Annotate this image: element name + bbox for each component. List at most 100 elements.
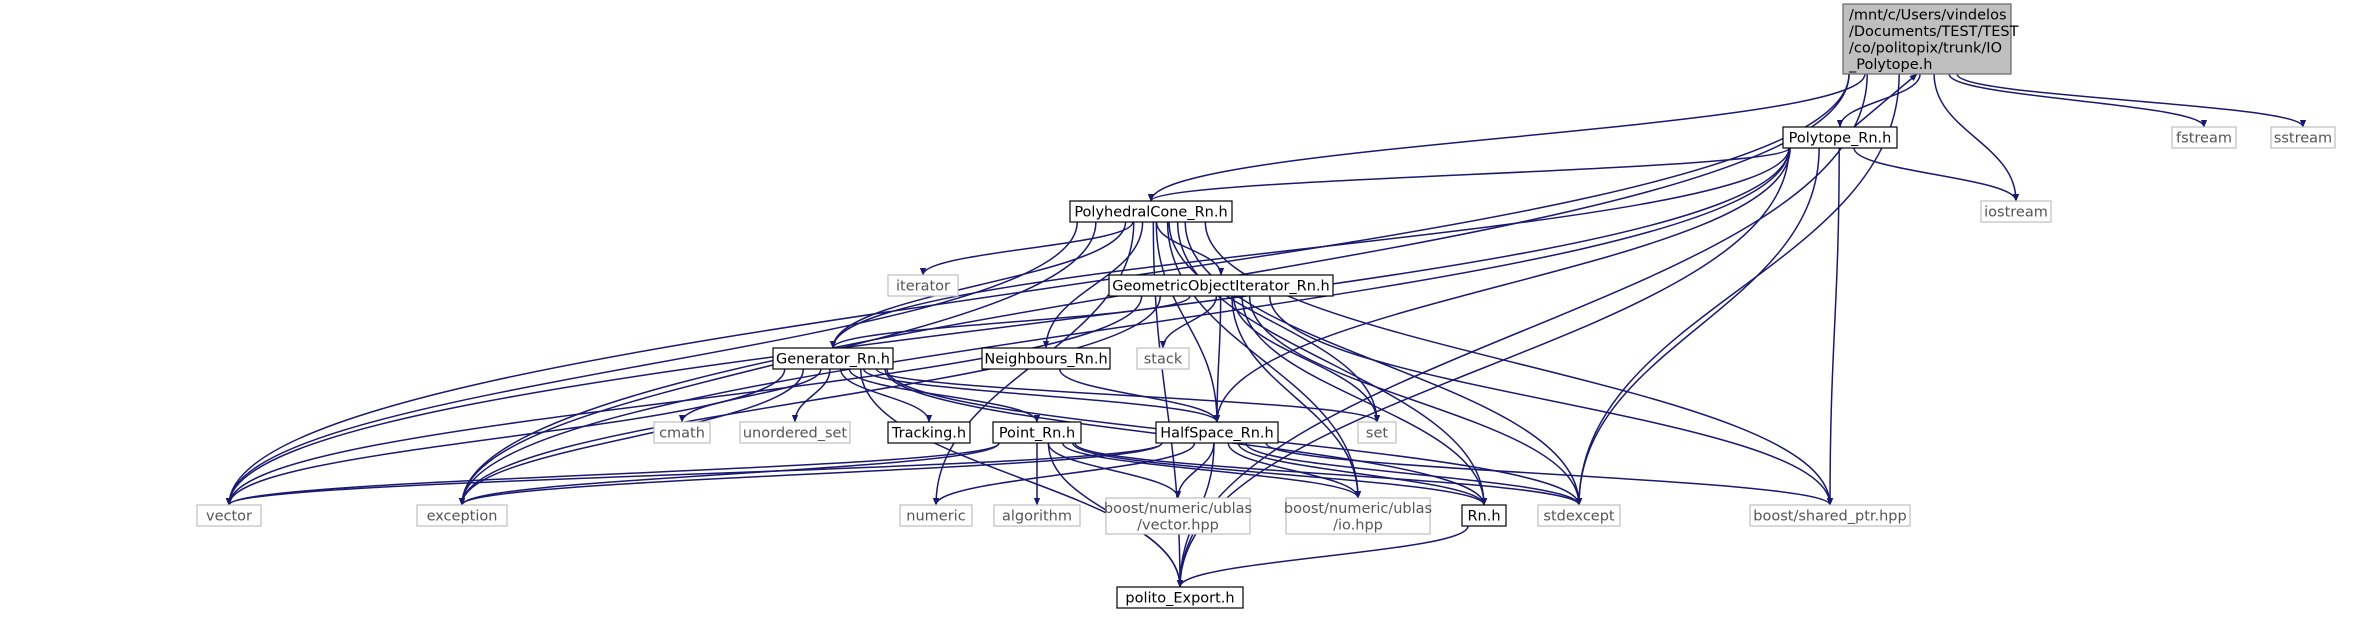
edge-polycone-to-goiter bbox=[1155, 221, 1225, 276]
node-fstream-box bbox=[2171, 126, 2237, 149]
edge-goiter-to-vector bbox=[225, 295, 1143, 506]
node-sharedptr-box bbox=[1749, 504, 1911, 527]
edge-polycone-to-neighbours bbox=[1042, 221, 1144, 349]
edge-root-to-fstream bbox=[1948, 73, 2208, 128]
node-sharedptr: boost/shared_ptr.hpp bbox=[1749, 504, 1911, 527]
edge-generator-to-tracking bbox=[839, 368, 933, 423]
node-bvector-label-line-1: /vector.hpp bbox=[1137, 517, 1219, 533]
edge-root-to-export bbox=[1176, 73, 1868, 588]
edge-goiter-to-bio bbox=[1231, 295, 1362, 499]
edge-goiter-to-sharedptr bbox=[1268, 295, 1834, 506]
node-polycone[interactable]: PolyhedralCone_Rn.h bbox=[1069, 200, 1233, 223]
header-nodes: /mnt/c/Users/vindelos/Documents/TEST/TES… bbox=[196, 3, 2336, 609]
edge-polytope-to-generator bbox=[829, 147, 1790, 349]
node-goiter[interactable]: GeometricObjectIterator_Rn.h bbox=[1108, 274, 1334, 297]
node-point[interactable]: Point_Rn.h bbox=[992, 421, 1082, 444]
node-polytope[interactable]: Polytope_Rn.h bbox=[1782, 126, 1898, 149]
edge-goiter-to-halfspace bbox=[1213, 295, 1222, 423]
node-neighbours[interactable]: Neighbours_Rn.h bbox=[981, 347, 1111, 370]
node-rn[interactable]: Rn.h bbox=[1461, 504, 1507, 527]
node-unordered-box bbox=[739, 421, 851, 444]
node-generator-label-line-0: Generator_Rn.h bbox=[776, 352, 890, 368]
node-export[interactable]: polito_Export.h bbox=[1116, 586, 1244, 609]
edge-point-to-bio bbox=[1061, 442, 1362, 499]
node-exception: exception bbox=[416, 504, 508, 527]
node-sstream-label-line-0: sstream bbox=[2274, 131, 2332, 147]
node-root-label-line-3: _Polytope.h bbox=[1848, 57, 1932, 73]
edge-halfspace-to-exception bbox=[458, 442, 1163, 506]
node-root-label-line-0: /mnt/c/Users/vindelos bbox=[1849, 7, 2007, 23]
edge-halfspace-to-numeric bbox=[932, 442, 1196, 506]
edge-root-to-polytope bbox=[1836, 73, 1921, 128]
node-cmath: cmath bbox=[653, 421, 711, 444]
node-neighbours-box bbox=[981, 347, 1111, 370]
node-polytope-box bbox=[1782, 126, 1898, 149]
edge-goiter-to-stack bbox=[1159, 295, 1218, 349]
node-bvector-box bbox=[1105, 497, 1251, 535]
node-rn-box bbox=[1461, 504, 1507, 527]
node-bio-label-line-1: /io.hpp bbox=[1333, 517, 1383, 533]
edge-halfspace-to-bvector bbox=[1174, 442, 1215, 499]
edge-polycone-to-vector bbox=[225, 221, 1078, 506]
node-generator[interactable]: Generator_Rn.h bbox=[772, 347, 894, 370]
node-point-box bbox=[992, 421, 1082, 444]
node-algorithm-box bbox=[993, 504, 1081, 527]
node-tracking[interactable]: Tracking.h bbox=[887, 421, 971, 444]
edge-neighbours-to-halfspace bbox=[1058, 368, 1221, 423]
node-bio-label-line-0: boost/numeric/ublas bbox=[1284, 501, 1432, 517]
edge-polycone-to-bio bbox=[1166, 221, 1362, 499]
node-rn-label-line-0: Rn.h bbox=[1467, 509, 1500, 525]
edge-goiter-to-generator bbox=[829, 295, 1191, 349]
node-point-label-line-0: Point_Rn.h bbox=[999, 426, 1075, 442]
edge-polycone-to-generator bbox=[829, 221, 1127, 349]
edge-generator-to-halfspace bbox=[862, 368, 1221, 423]
edge-halfspace-to-rn bbox=[1237, 442, 1488, 506]
edge-polytope-to-stdexcept bbox=[1575, 147, 1820, 506]
node-generator-box bbox=[772, 347, 894, 370]
edge-goiter-to-exception bbox=[458, 295, 1162, 506]
node-sstream-box bbox=[2270, 126, 2336, 149]
node-numeric-box bbox=[899, 504, 973, 527]
edge-rn-to-export bbox=[1176, 525, 1469, 588]
edge-halfspace-to-stdexcept bbox=[1245, 442, 1583, 506]
edge-generator-to-unordered bbox=[791, 368, 831, 423]
edge-point-to-exception bbox=[458, 442, 1000, 506]
node-root-label-line-2: /co/politopix/trunk/IO bbox=[1849, 40, 2002, 56]
node-exception-label-line-0: exception bbox=[427, 509, 498, 525]
node-iterator: iterator bbox=[887, 274, 959, 297]
edge-root-to-polycone bbox=[1147, 73, 1866, 202]
edge-point-to-stdexcept bbox=[1074, 442, 1583, 506]
edge-root-to-vector bbox=[225, 73, 1850, 506]
node-unordered-label-line-0: unordered_set bbox=[743, 426, 848, 442]
node-polycone-box bbox=[1069, 200, 1233, 223]
node-fstream: fstream bbox=[2171, 126, 2237, 149]
node-iostream: iostream bbox=[1980, 200, 2052, 223]
node-sharedptr-label-line-0: boost/shared_ptr.hpp bbox=[1753, 509, 1906, 525]
node-exception-box bbox=[416, 504, 508, 527]
node-halfspace[interactable]: HalfSpace_Rn.h bbox=[1155, 421, 1279, 444]
node-stdexcept: stdexcept bbox=[1537, 504, 1621, 527]
node-algorithm-label-line-0: algorithm bbox=[1002, 509, 1072, 525]
node-stack-label-line-0: stack bbox=[1144, 352, 1183, 368]
node-sstream: sstream bbox=[2270, 126, 2336, 149]
edge-polytope-to-vector bbox=[225, 147, 1790, 506]
node-tracking-label-line-0: Tracking.h bbox=[891, 426, 966, 442]
node-root[interactable]: /mnt/c/Users/vindelos/Documents/TEST/TES… bbox=[1842, 3, 2019, 75]
node-fstream-label-line-0: fstream bbox=[2176, 131, 2232, 147]
edge-halfspace-to-sharedptr bbox=[1265, 442, 1834, 506]
node-numeric: numeric bbox=[899, 504, 973, 527]
edge-generator-to-vector bbox=[225, 368, 786, 506]
node-stack: stack bbox=[1136, 347, 1190, 370]
node-neighbours-label-line-0: Neighbours_Rn.h bbox=[984, 352, 1107, 368]
edge-polytope-to-root bbox=[1853, 73, 1918, 128]
edge-point-to-vector bbox=[225, 442, 1000, 506]
node-halfspace-box bbox=[1155, 421, 1279, 444]
edge-generator-to-point bbox=[848, 368, 1041, 423]
node-bio: boost/numeric/ublas/io.hpp bbox=[1284, 497, 1432, 535]
node-root-box bbox=[1842, 3, 2012, 75]
node-unordered: unordered_set bbox=[739, 421, 851, 444]
edge-polycone-to-set bbox=[1168, 221, 1381, 423]
edge-polytope-to-sharedptr bbox=[1826, 147, 1840, 506]
edge-root-to-iostream bbox=[1933, 73, 2020, 202]
edge-root-to-sstream bbox=[1956, 73, 2307, 128]
